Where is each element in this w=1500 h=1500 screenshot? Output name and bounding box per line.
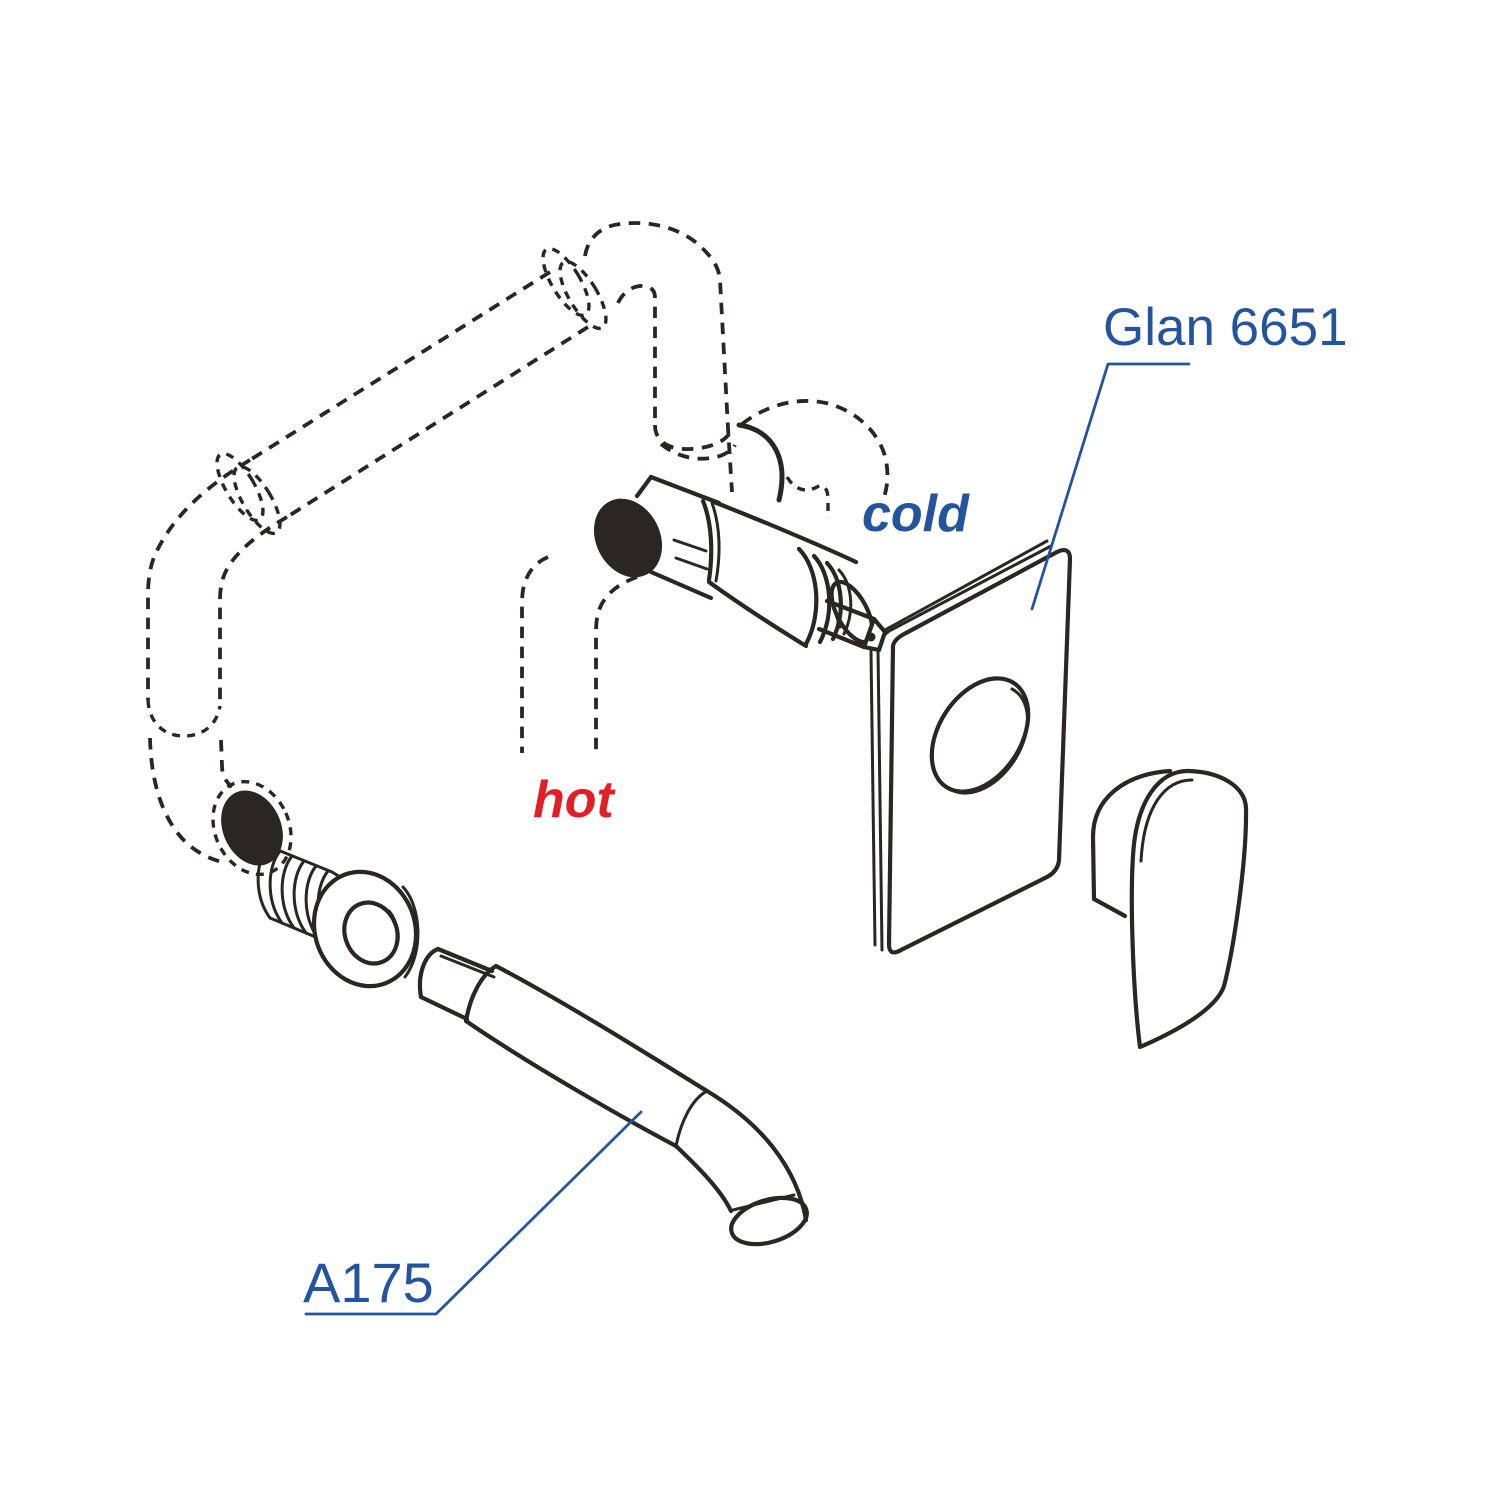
lever-handle-group bbox=[1090, 768, 1249, 1050]
pipe-outlet-curve-inner bbox=[219, 739, 234, 789]
pipe-u-loop-outer bbox=[583, 221, 734, 493]
spout-body-bottom bbox=[463, 1018, 679, 1149]
thread-top-edge bbox=[266, 844, 334, 874]
pipe-left-bend-inner bbox=[218, 515, 288, 700]
valve-top-inlet-arc bbox=[736, 422, 785, 503]
handle-back-outline bbox=[1090, 768, 1173, 902]
pipe-coupling-lower bbox=[146, 699, 222, 738]
pipe-left-bend-outer bbox=[146, 458, 251, 700]
cartridge-ring-3 bbox=[824, 560, 843, 642]
cartridge-body-bottom bbox=[706, 579, 809, 649]
thread-line bbox=[280, 854, 296, 930]
pipe-coupling-left-a bbox=[215, 451, 265, 523]
pipe-elbow-outer bbox=[653, 424, 733, 451]
stem-bottom-edge bbox=[816, 626, 867, 650]
model-label: Glan 6651 bbox=[1103, 298, 1348, 357]
valve-cartridge-group bbox=[593, 422, 888, 653]
stem-top-edge bbox=[824, 598, 877, 622]
pipe-outlet-curve-outer bbox=[148, 737, 223, 864]
trim-ring-hole-seam bbox=[387, 909, 399, 959]
spout-group bbox=[417, 946, 809, 1247]
cartridge-left-seam-b bbox=[710, 501, 721, 583]
thread-line bbox=[256, 844, 272, 920]
plate-hole-thickness-arc bbox=[950, 687, 1029, 795]
thread-line bbox=[268, 849, 284, 925]
spout-stub-top bbox=[435, 946, 495, 974]
outlet-port bbox=[221, 790, 283, 866]
spout-bend-seam bbox=[674, 1089, 709, 1148]
valve-hex-bottom-edge bbox=[648, 569, 714, 601]
leader-lines-group bbox=[304, 362, 1191, 1316]
valve-hex-top-edge bbox=[648, 474, 722, 506]
model-leader-line bbox=[1030, 362, 1191, 611]
spout-stub-cap bbox=[417, 946, 441, 1000]
valve-hex-facet-2 bbox=[674, 556, 709, 571]
cold-pipe-hook bbox=[785, 476, 830, 518]
stem-screw-dot bbox=[866, 632, 876, 642]
cartridge-ring-4 bbox=[837, 568, 853, 636]
trim-ring-outer-seam bbox=[401, 885, 420, 979]
pipe-coupling-top-a bbox=[541, 246, 591, 318]
spout-stub-bottom bbox=[418, 994, 470, 1022]
handle-top-seam bbox=[1139, 778, 1194, 863]
outlet-fitting-group bbox=[221, 790, 420, 989]
spout-mouth-rim bbox=[731, 1193, 796, 1212]
spout-bend-inner bbox=[673, 1143, 734, 1214]
spout-leader-line bbox=[304, 1110, 643, 1316]
handle-back-bottom-edge bbox=[1091, 896, 1128, 919]
cold-pipe-arc bbox=[740, 399, 890, 501]
valve-hex-join bbox=[634, 474, 654, 499]
labels-group: Glan 6651 cold hot A175 bbox=[303, 298, 1348, 1314]
spout-collar-arc bbox=[463, 963, 499, 1024]
valve-hex-facet-1 bbox=[672, 538, 708, 553]
pipe-coupling-left-b bbox=[232, 464, 282, 536]
pipe-diagonal-upper bbox=[248, 270, 552, 462]
pipe-diagonal-lower bbox=[285, 325, 590, 519]
cartridge-body-top bbox=[711, 499, 859, 565]
pipe-elbow-inner bbox=[659, 442, 737, 461]
plate-hole bbox=[929, 676, 1031, 794]
hot-pipe-left bbox=[520, 555, 549, 753]
cartridge-left-seam-a bbox=[700, 498, 714, 583]
spout-body-top bbox=[493, 963, 710, 1094]
concealed-pipework-group bbox=[146, 221, 890, 877]
spout-label: A175 bbox=[303, 1251, 434, 1314]
spout-mouth bbox=[729, 1195, 809, 1247]
trim-ring-outer bbox=[311, 869, 419, 989]
stem-base-tick bbox=[831, 603, 842, 629]
handle-front-face bbox=[1129, 768, 1249, 1050]
wall-plate-group bbox=[869, 539, 1073, 955]
plate-front-face bbox=[886, 548, 1073, 955]
pipe-u-loop-inner bbox=[616, 284, 657, 425]
valve-inlet-port bbox=[593, 498, 663, 578]
pipe-coupling-top-b bbox=[558, 259, 608, 331]
thread-line bbox=[292, 859, 308, 935]
cold-label: cold bbox=[862, 485, 970, 543]
cartridge-ring-1 bbox=[796, 546, 819, 647]
hot-label: hot bbox=[533, 771, 617, 829]
hot-pipe-right bbox=[594, 575, 638, 752]
